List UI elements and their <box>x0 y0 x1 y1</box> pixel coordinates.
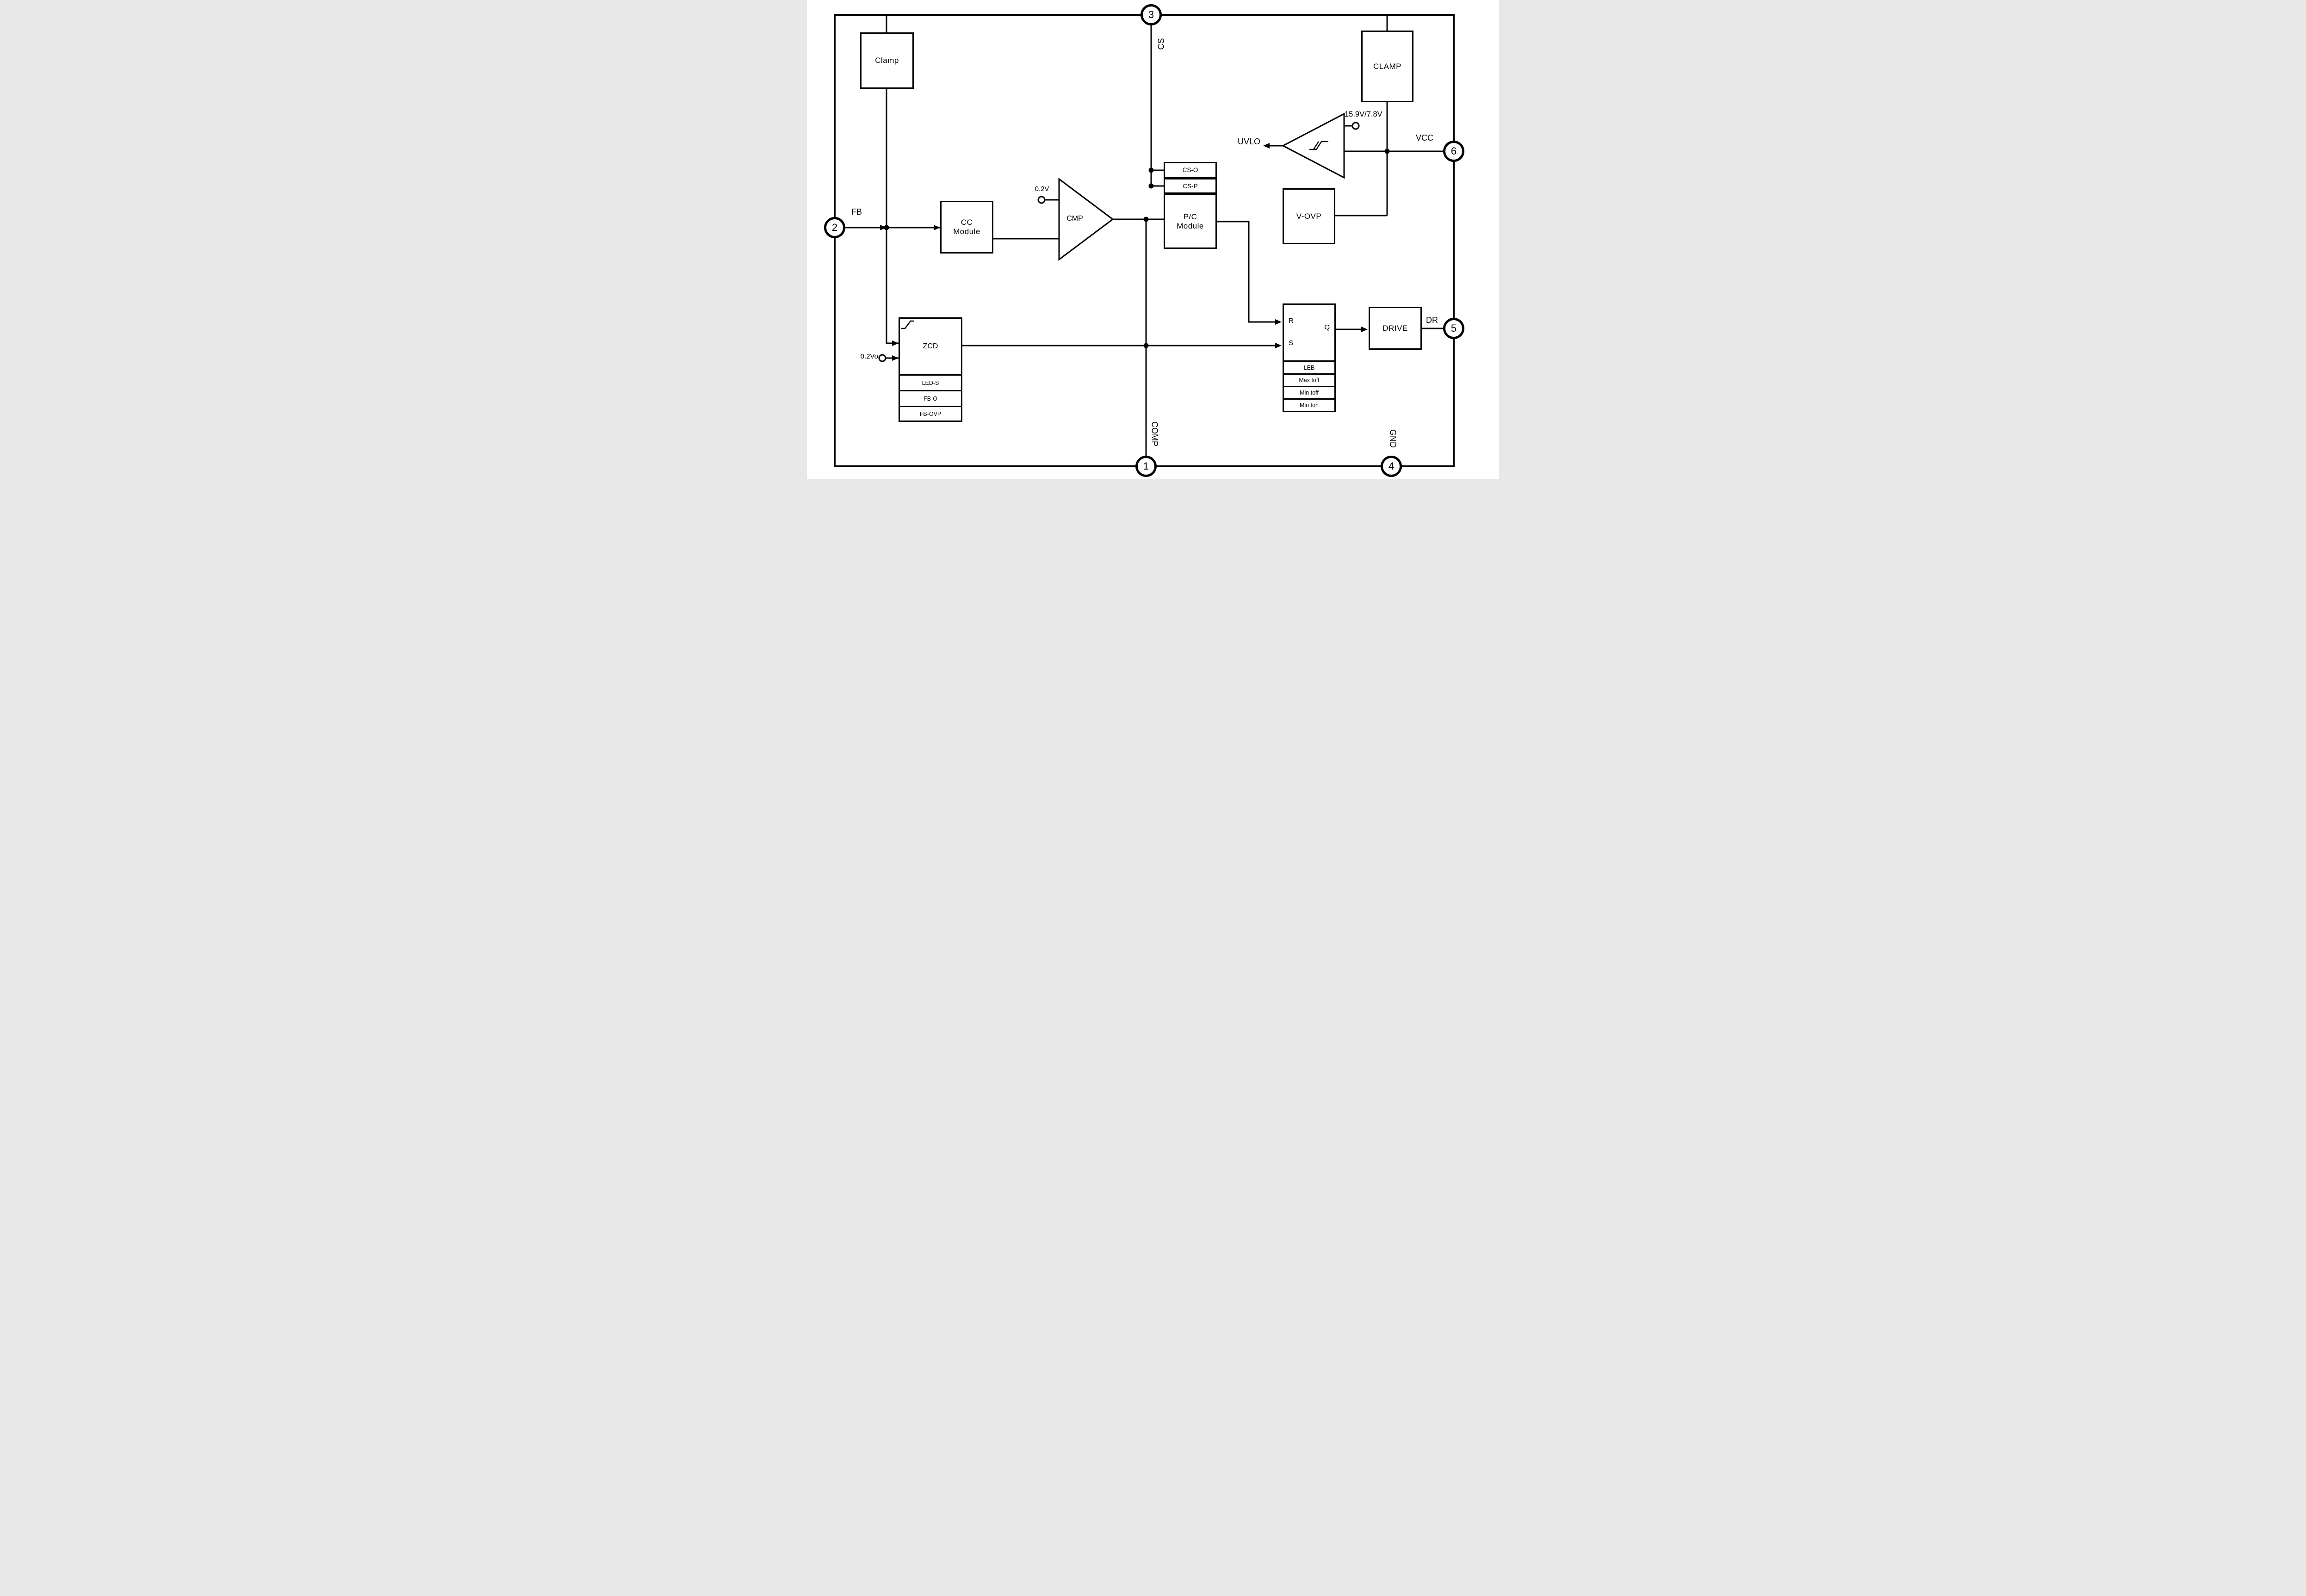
pin-2-fb: 2 <box>824 217 845 238</box>
pin-dr-label: DR <box>1426 315 1438 325</box>
latch-s-input-label: S <box>1289 339 1294 347</box>
pin-cs-label: CS <box>1156 38 1166 50</box>
cc-module-label-line2: Module <box>953 227 980 236</box>
ref-0-2vo-label: 0.2Vo <box>860 353 878 360</box>
pin-2-number: 2 <box>831 222 838 233</box>
pin-3-cs: 3 <box>1141 4 1162 25</box>
cc-module-label-line1: CC <box>961 218 973 227</box>
zcd-title: ZCD <box>923 342 938 350</box>
clamp-left-label: Clamp <box>875 56 899 65</box>
ref-0-2v-label: 0.2V <box>1035 185 1049 193</box>
cs-p-label: CS-P <box>1183 182 1198 190</box>
cmp-label: CMP <box>1066 215 1083 223</box>
reference-terminals <box>878 122 1360 362</box>
clamp-left-block: Clamp <box>860 32 914 89</box>
clamp-right-block: CLAMP <box>1361 31 1413 102</box>
latch-q-output-label: Q <box>1324 323 1330 331</box>
junction-dots <box>884 148 1390 348</box>
arrowheads <box>880 143 1368 361</box>
pin-5-number: 5 <box>1451 322 1457 334</box>
pin-vcc-label: VCC <box>1416 133 1434 142</box>
drive-block: DRIVE <box>1369 307 1422 350</box>
pc-module-label-line2: Module <box>1177 221 1204 230</box>
pin-3-number: 3 <box>1148 9 1154 20</box>
latch-r-input-label: R <box>1289 317 1294 325</box>
uvlo-comparator-triangle <box>1281 112 1345 179</box>
pin-1-number: 1 <box>1143 460 1149 472</box>
protection-row-fb-ovp: FB-OVP <box>900 406 961 421</box>
cc-module-block: CC Module <box>940 201 993 254</box>
cmp-comparator-triangle <box>1058 178 1114 261</box>
protection-row-led-s: LED-S <box>900 374 961 390</box>
cs-p-block: CS-P <box>1164 178 1217 194</box>
uvlo-threshold-label: 15.9V/7.8V <box>1345 110 1382 118</box>
uvlo-label: UVLO <box>1237 137 1260 146</box>
v-ovp-label: V-OVP <box>1296 211 1322 221</box>
protection-row-fb-o: FB-O <box>900 390 961 406</box>
logic-row-min-ton: Min ton <box>1284 398 1334 411</box>
wires <box>845 15 1443 456</box>
logic-row-min-toff: Min toff <box>1284 386 1334 398</box>
drive-label: DRIVE <box>1382 323 1408 333</box>
pin-6-vcc: 6 <box>1443 141 1464 162</box>
cs-o-block: CS-O <box>1164 162 1217 178</box>
pin-1-comp: 1 <box>1135 456 1157 477</box>
pin-5-dr: 5 <box>1443 318 1464 339</box>
cs-o-label: CS-O <box>1182 167 1198 173</box>
zero-cross-icon <box>901 320 914 329</box>
logic-row-leb: LEB <box>1284 360 1334 373</box>
block-diagram: Clamp CLAMP CC Module CS-O CS-P P/C Modu… <box>807 0 1499 479</box>
logic-block: R S Q LEB Max toff Min toff Min ton <box>1283 303 1336 412</box>
pc-module-label-line1: P/C <box>1183 212 1197 221</box>
pin-6-number: 6 <box>1451 145 1457 157</box>
pin-fb-label: FB <box>851 207 862 217</box>
logic-row-max-toff: Max toff <box>1284 373 1334 386</box>
pin-comp-label: COMP <box>1150 421 1159 446</box>
pin-4-number: 4 <box>1388 460 1395 472</box>
pc-module-block: P/C Module <box>1164 194 1217 249</box>
clamp-right-label: CLAMP <box>1373 62 1402 71</box>
pin-4-gnd: 4 <box>1381 456 1402 477</box>
hysteresis-icon <box>1309 141 1328 150</box>
v-ovp-block: V-OVP <box>1283 188 1335 244</box>
pin-gnd-label: GND <box>1388 429 1398 448</box>
zcd-protection-block: ZCD LED-S FB-O FB-OVP <box>899 317 962 422</box>
